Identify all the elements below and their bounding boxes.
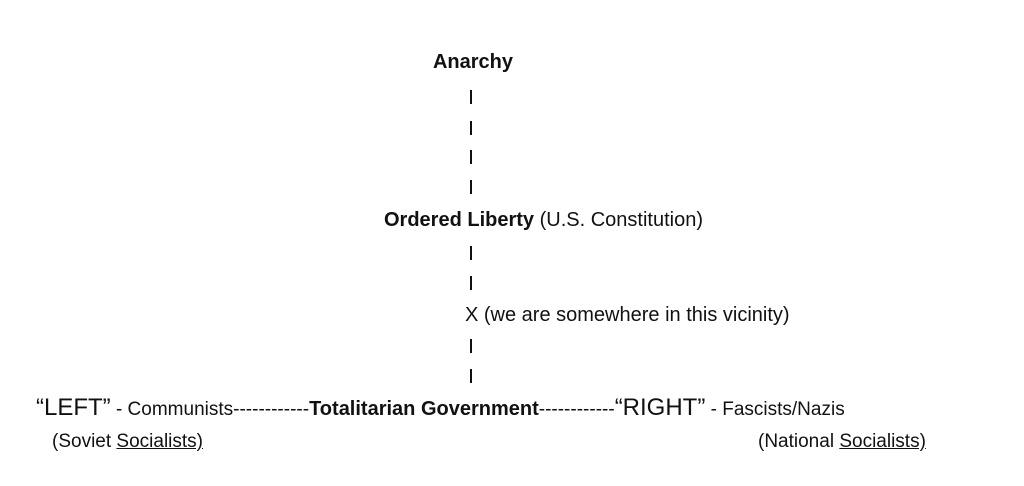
left-sub-underlined: Socialists) bbox=[116, 431, 203, 452]
connector-tick bbox=[470, 246, 472, 260]
connector-tick bbox=[470, 180, 472, 194]
ordered-liberty-title: Ordered Liberty bbox=[384, 209, 535, 231]
right-description: - Fascists/Nazis bbox=[705, 399, 845, 420]
spectrum-row: “LEFT” - Communists------------Totalitar… bbox=[36, 396, 845, 422]
right-sub-prefix: (National bbox=[758, 431, 840, 452]
dash-right: ------------ bbox=[538, 399, 615, 420]
label-right: “RIGHT” bbox=[614, 394, 706, 421]
left-sublabel: (Soviet Socialists) bbox=[52, 430, 203, 454]
label-ordered-liberty: Ordered Liberty (U.S. Constitution) bbox=[384, 208, 703, 232]
connector-tick bbox=[470, 369, 472, 383]
dash-left: ------------ bbox=[233, 399, 310, 420]
left-sub-prefix: (Soviet bbox=[52, 431, 117, 452]
label-anarchy: Anarchy bbox=[432, 51, 514, 73]
position-note: (we are somewhere in this vicinity) bbox=[478, 304, 790, 326]
left-description: - Communists bbox=[110, 399, 234, 420]
label-totalitarian-government: Totalitarian Government bbox=[309, 398, 539, 420]
connector-tick bbox=[470, 90, 472, 104]
ordered-liberty-note: (U.S. Constitution) bbox=[534, 209, 703, 231]
right-sub-underlined: Socialists) bbox=[839, 431, 926, 452]
right-sublabel: (National Socialists) bbox=[758, 430, 926, 454]
label-current-position: X (we are somewhere in this vicinity) bbox=[465, 303, 790, 327]
label-left: “LEFT” bbox=[36, 394, 111, 421]
connector-tick bbox=[470, 121, 472, 135]
position-marker: X bbox=[465, 304, 479, 326]
connector-tick bbox=[470, 150, 472, 164]
connector-tick bbox=[470, 339, 472, 353]
connector-tick bbox=[470, 276, 472, 290]
